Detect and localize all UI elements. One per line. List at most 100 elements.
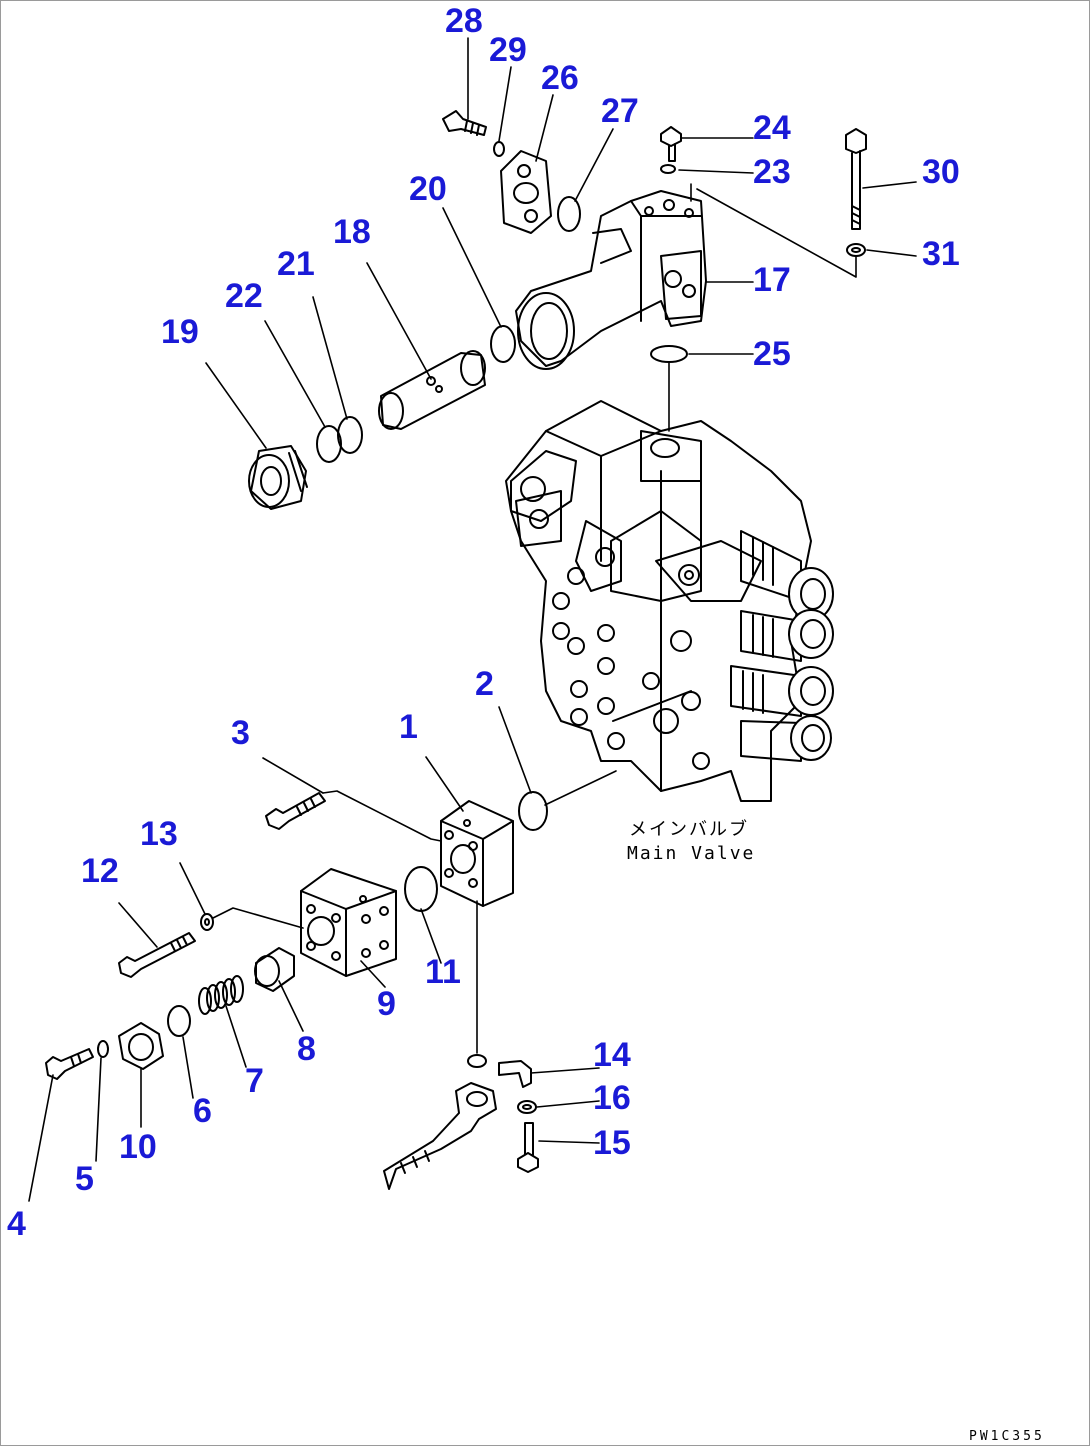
label-7-text: 7 xyxy=(245,1062,264,1100)
label-part-12: 12 xyxy=(81,854,119,888)
part-11-oring xyxy=(404,866,438,912)
label-part-25: 25 xyxy=(753,337,791,371)
label-30-text: 30 xyxy=(922,153,960,191)
label-15-text: 15 xyxy=(593,1124,631,1162)
label-6-text: 6 xyxy=(193,1092,212,1130)
label-5-text: 5 xyxy=(75,1160,94,1198)
label-16-text: 16 xyxy=(593,1079,631,1117)
label-part-2: 2 xyxy=(475,667,494,701)
solenoid-4 xyxy=(740,715,832,762)
label-part-19: 19 xyxy=(161,315,199,349)
label-9-text: 9 xyxy=(377,985,396,1023)
label-part-22: 22 xyxy=(225,279,263,313)
label-part-4: 4 xyxy=(7,1207,26,1241)
label-23-text: 23 xyxy=(753,153,791,191)
part-27-oring xyxy=(557,196,581,232)
label-20-text: 20 xyxy=(409,170,447,208)
part-5-washer xyxy=(97,1040,109,1058)
part-14-elbow xyxy=(498,1060,532,1088)
label-part-30: 30 xyxy=(922,155,960,189)
label-19-text: 19 xyxy=(161,313,199,351)
part-18-sleeve xyxy=(378,350,486,430)
part-23-washer xyxy=(660,164,676,174)
label-2-text: 2 xyxy=(475,665,494,703)
part-15-bolt xyxy=(517,1122,539,1173)
label-part-31: 31 xyxy=(922,237,960,271)
label-14-text: 14 xyxy=(593,1036,631,1074)
part-7-spring xyxy=(198,975,244,1015)
part-13-washer xyxy=(200,913,214,931)
label-17-text: 17 xyxy=(753,261,791,299)
label-part-5: 5 xyxy=(75,1162,94,1196)
label-26-text: 26 xyxy=(541,59,579,97)
label-1-text: 1 xyxy=(399,708,418,746)
label-22-text: 22 xyxy=(225,277,263,315)
main-valve-body xyxy=(505,400,834,802)
main-valve-caption-jp: メインバルブ xyxy=(629,819,749,840)
label-part-21: 21 xyxy=(277,247,315,281)
label-13-text: 13 xyxy=(140,815,178,853)
label-part-9: 9 xyxy=(377,987,396,1021)
part-20-oring xyxy=(490,325,516,363)
leader-lines xyxy=(28,37,917,1202)
label-part-20: 20 xyxy=(409,172,447,206)
solenoid-3 xyxy=(730,665,834,717)
part-6-oring xyxy=(167,1005,191,1037)
label-12-text: 12 xyxy=(81,852,119,890)
label-part-14: 14 xyxy=(593,1038,631,1072)
label-25-text: 25 xyxy=(753,335,791,373)
label-part-18: 18 xyxy=(333,215,371,249)
label-11-text: 11 xyxy=(425,953,461,991)
part-17-housing xyxy=(515,190,707,370)
label-part-13: 13 xyxy=(140,817,178,851)
part-21-ring xyxy=(337,416,363,454)
label-part-3: 3 xyxy=(231,716,250,750)
label-part-1: 1 xyxy=(399,710,418,744)
label-27-text: 27 xyxy=(601,92,639,130)
label-part-23: 23 xyxy=(753,155,791,189)
label-4-text: 4 xyxy=(7,1205,26,1243)
part-2-oring xyxy=(518,791,548,831)
part-12-bolt xyxy=(118,932,196,978)
label-3-text: 3 xyxy=(231,714,250,752)
label-8-text: 8 xyxy=(297,1030,316,1068)
main-valve-caption-en: Main Valve xyxy=(627,843,756,864)
label-part-24: 24 xyxy=(753,111,791,145)
label-10-text: 10 xyxy=(119,1128,157,1166)
label-part-28: 28 xyxy=(445,4,483,38)
part-3-bolt xyxy=(265,792,326,830)
label-24-text: 24 xyxy=(753,109,791,147)
drawing-code: PW1C355 xyxy=(969,1429,1045,1444)
part-1-block xyxy=(440,800,514,907)
label-part-29: 29 xyxy=(489,33,527,67)
label-part-15: 15 xyxy=(593,1126,631,1160)
hose-fitting xyxy=(383,1082,497,1190)
label-part-10: 10 xyxy=(119,1130,157,1164)
part-30-long-bolt xyxy=(845,128,867,230)
solenoid-1 xyxy=(740,530,834,621)
label-part-16: 16 xyxy=(593,1081,631,1115)
solenoid-2 xyxy=(740,609,834,662)
label-part-7: 7 xyxy=(245,1064,264,1098)
label-31-text: 31 xyxy=(922,235,960,273)
part-8-piston xyxy=(254,947,295,992)
part-31-washer xyxy=(846,243,866,257)
label-29-text: 29 xyxy=(489,31,527,69)
part-28-bolt xyxy=(442,110,487,136)
part-19-plug xyxy=(248,445,308,510)
label-18-text: 18 xyxy=(333,213,371,251)
label-21-text: 21 xyxy=(277,245,315,283)
part-24-bolt xyxy=(660,126,682,162)
label-28-text: 28 xyxy=(445,2,483,40)
label-part-26: 26 xyxy=(541,61,579,95)
label-part-11: 11 xyxy=(425,955,461,989)
label-part-8: 8 xyxy=(297,1032,316,1066)
part-9-block xyxy=(300,868,397,977)
part-22-ring xyxy=(316,425,342,463)
label-part-6: 6 xyxy=(193,1094,212,1128)
part-16-washer xyxy=(517,1100,537,1114)
part-14-oring-small xyxy=(467,1054,487,1068)
part-25-oring xyxy=(650,345,688,363)
